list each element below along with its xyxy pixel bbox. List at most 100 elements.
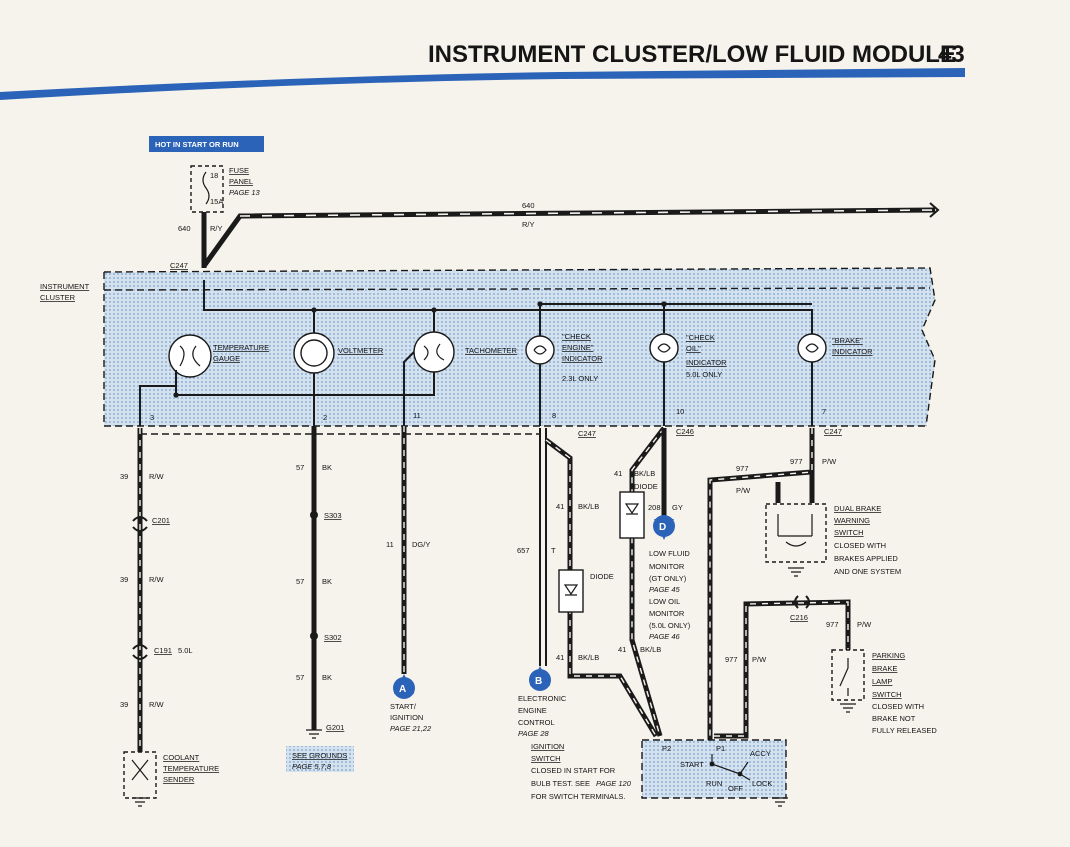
check-engine-label-3: INDICATOR xyxy=(562,354,603,363)
wire-39-color-a: R/W xyxy=(149,472,165,481)
dual-brake-label-3: SWITCH xyxy=(834,528,864,537)
connector-c201: C201 xyxy=(152,516,170,525)
parking-brake-label-2: BRAKE xyxy=(872,664,897,673)
fuse-label-2: PANEL xyxy=(229,177,253,186)
connector-c246: C246 xyxy=(676,427,694,436)
wire-977-color-e: P/W xyxy=(752,655,767,664)
wire-39-num-c: 39 xyxy=(120,700,128,709)
wire-657-color: T xyxy=(551,546,556,555)
ref-d-label-1: LOW FLUID xyxy=(649,549,690,558)
diode-right-label: DIODE xyxy=(634,482,658,491)
wire-640-main xyxy=(201,207,936,268)
ignition-p2: P2 xyxy=(662,744,671,753)
wire-57-color-a: BK xyxy=(322,463,332,472)
tachometer-icon xyxy=(413,331,455,373)
ignition-run: RUN xyxy=(706,779,722,788)
wire-208-color: GY xyxy=(672,503,683,512)
diode-left-box xyxy=(558,569,584,613)
ref-d-icon xyxy=(653,515,675,537)
wire-41-left xyxy=(544,438,659,738)
ref-d-label-4: LOW OIL xyxy=(649,597,680,606)
wire-57-num-b: 57 xyxy=(296,577,304,586)
wire-977-parking xyxy=(714,599,851,739)
wire-41-color-a: BK/LB xyxy=(578,502,599,511)
wire-39-num-b: 39 xyxy=(120,575,128,584)
check-oil-label-1: "CHECK xyxy=(686,333,715,342)
ref-d-label-3: (GT ONLY) xyxy=(649,574,687,583)
wire-977-num-e: 977 xyxy=(725,655,738,664)
wire-640-num-left: 640 xyxy=(178,224,191,233)
wire-41-color-b: BK/LB xyxy=(578,653,599,662)
switch-contact-icon xyxy=(839,658,849,696)
parking-brake-label-3: LAMP xyxy=(872,677,892,686)
wire-57-num-a: 57 xyxy=(296,463,304,472)
parking-brake-label-4: SWITCH xyxy=(872,690,902,699)
brake-indicator-bulb-icon xyxy=(797,333,827,363)
wire-640-color: R/Y xyxy=(522,220,535,229)
check-engine-label-1: "CHECK xyxy=(562,332,591,341)
wire-57-color-c: BK xyxy=(322,673,332,682)
fuse-page-ref: PAGE 13 xyxy=(229,188,261,197)
fuse-rating: 15A xyxy=(210,197,223,206)
page-title: INSTRUMENT CLUSTER/LOW FLUID MODULE xyxy=(428,41,956,68)
voltmeter-label: VOLTMETER xyxy=(338,346,384,355)
connector-c247-top: C247 xyxy=(170,261,188,270)
hot-badge xyxy=(149,136,264,152)
ref-a-letter: A xyxy=(399,684,406,695)
ignition-p1: P1 xyxy=(716,744,725,753)
splice-s303: S303 xyxy=(324,511,342,520)
connector-c191-note: 5.0L xyxy=(178,646,193,655)
dual-brake-label-1: DUAL BRAKE xyxy=(834,504,881,513)
wire-977-main xyxy=(707,428,815,740)
wire-977-color-c: P/W xyxy=(736,486,751,495)
wire-41-num-a: 41 xyxy=(556,502,564,511)
cluster-bus xyxy=(203,280,813,340)
check-engine-label-2: ENGINE" xyxy=(562,343,594,352)
temperature-gauge-icon xyxy=(168,334,212,378)
ref-d-letter: D xyxy=(659,522,666,533)
wire-977-num-d: 977 xyxy=(826,620,839,629)
ground-icon xyxy=(772,797,788,807)
parking-brake-label-6: BRAKE NOT xyxy=(872,714,916,723)
wire-continue-arrow-icon xyxy=(929,202,940,218)
wire-41-num-c: 41 xyxy=(614,469,622,478)
wire-41-color-c: BK/LB xyxy=(634,469,655,478)
check-oil-note: 5.0L ONLY xyxy=(686,370,722,379)
see-grounds-page: PAGE 5,7,8 xyxy=(292,762,332,771)
ignition-accy: ACCY xyxy=(750,749,771,758)
ref-d-label-2: MONITOR xyxy=(649,562,685,571)
check-oil-label-3: INDICATOR xyxy=(686,358,727,367)
splice-s302-icon xyxy=(310,632,318,640)
ref-b-letter: B xyxy=(535,676,542,687)
pin-3: 3 xyxy=(150,413,154,422)
connector-c216: C216 xyxy=(790,613,808,622)
ignition-start: START xyxy=(680,760,704,769)
parking-brake-label-7: FULLY RELEASED xyxy=(872,726,937,735)
parking-brake-label-5: CLOSED WITH xyxy=(872,702,924,711)
connector-c247-right: C247 xyxy=(824,427,842,436)
wire-977-num-b: 977 xyxy=(790,457,803,466)
wire-57-color-b: BK xyxy=(322,577,332,586)
check-engine-bulb-icon xyxy=(525,335,555,365)
brake-indicator-label-1: "BRAKE" xyxy=(832,336,863,345)
ignition-off: OFF xyxy=(728,784,743,793)
wire-640-num: 640 xyxy=(522,201,535,210)
dual-brake-label-4: CLOSED WITH xyxy=(834,541,886,550)
fuse-label: FUSE xyxy=(229,166,249,175)
ignition-note-2: BULB TEST. SEE xyxy=(531,779,590,788)
ground-icon xyxy=(132,797,148,807)
coolant-sender-box xyxy=(123,751,157,799)
pin-10: 10 xyxy=(676,407,684,416)
dual-brake-label-5: BRAKES APPLIED xyxy=(834,554,898,563)
page-number: 43 xyxy=(938,41,965,68)
ref-d-label-5: MONITOR xyxy=(649,609,685,618)
wire-57-num-c: 57 xyxy=(296,673,304,682)
tachometer-label: TACHOMETER xyxy=(465,346,518,355)
ground-icon xyxy=(788,567,804,577)
diode-left-icon xyxy=(563,584,579,596)
ref-d-page-2: PAGE 46 xyxy=(649,632,681,641)
ignition-switch-box xyxy=(642,740,786,798)
splice-s302: S302 xyxy=(324,633,342,642)
